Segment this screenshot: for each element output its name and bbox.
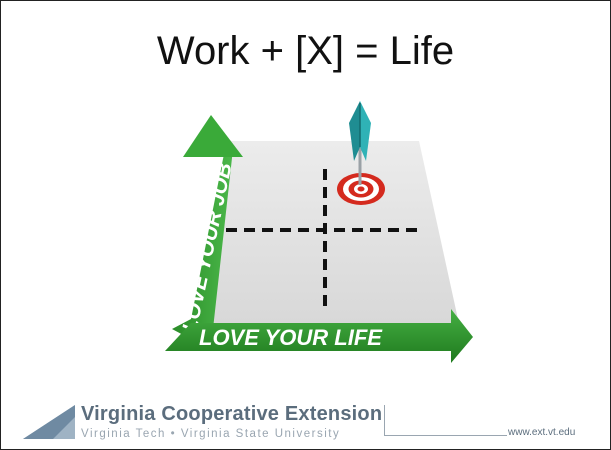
org-subtitle: Virginia Tech • Virginia State Universit…: [81, 428, 341, 440]
org-name: Virginia Cooperative Extension: [81, 403, 383, 425]
slide-title: Work + [X] = Life: [156, 29, 455, 73]
love-your-job-life-illustration: LOVE YOUR JOB LOVE YOUR LIFE: [151, 101, 476, 396]
dart-icon: [349, 101, 371, 185]
love-your-life-arrow: LOVE YOUR LIFE: [165, 309, 473, 363]
target-icon: [337, 173, 385, 205]
footer-divider: [384, 405, 507, 436]
grid-plane: [199, 141, 461, 333]
website-link[interactable]: www.ext.vt.edu: [508, 427, 576, 438]
love-your-life-label: LOVE YOUR LIFE: [199, 325, 383, 350]
illustration-graphic: LOVE YOUR JOB LOVE YOUR LIFE: [165, 101, 473, 363]
footer: Virginia Cooperative Extension Virginia …: [1, 397, 610, 449]
vce-logo-icon: [23, 405, 75, 439]
